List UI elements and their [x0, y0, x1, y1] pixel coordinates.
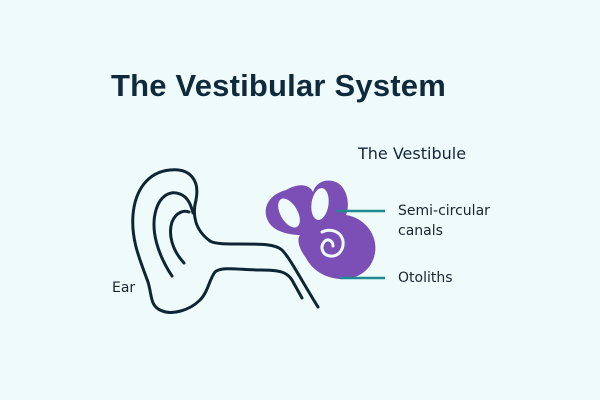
otoliths-label: Otoliths — [398, 270, 453, 286]
semicircular-canals-label: Semi-circular canals — [398, 201, 508, 241]
semicircular-canals-label-line1: Semi-circular — [398, 203, 490, 219]
cochlea-spiral-icon — [320, 228, 345, 258]
semicircular-canal-loop-right — [311, 188, 329, 220]
vestibule-heading: The Vestibule — [358, 144, 467, 163]
ear-illustration — [131, 168, 320, 314]
ear-label: Ear — [112, 280, 136, 296]
ear-canal-upper — [208, 239, 320, 309]
ear-outer-helix — [131, 168, 304, 314]
ear-inner-antihelix — [169, 209, 191, 265]
vestibule-illustration — [265, 180, 376, 280]
ear-inner-fold — [152, 191, 195, 278]
diagram-title: The Vestibular System — [111, 68, 446, 103]
semicircular-canal-loop-left — [278, 198, 300, 228]
semicircular-canals-label-line2: canals — [398, 223, 443, 239]
